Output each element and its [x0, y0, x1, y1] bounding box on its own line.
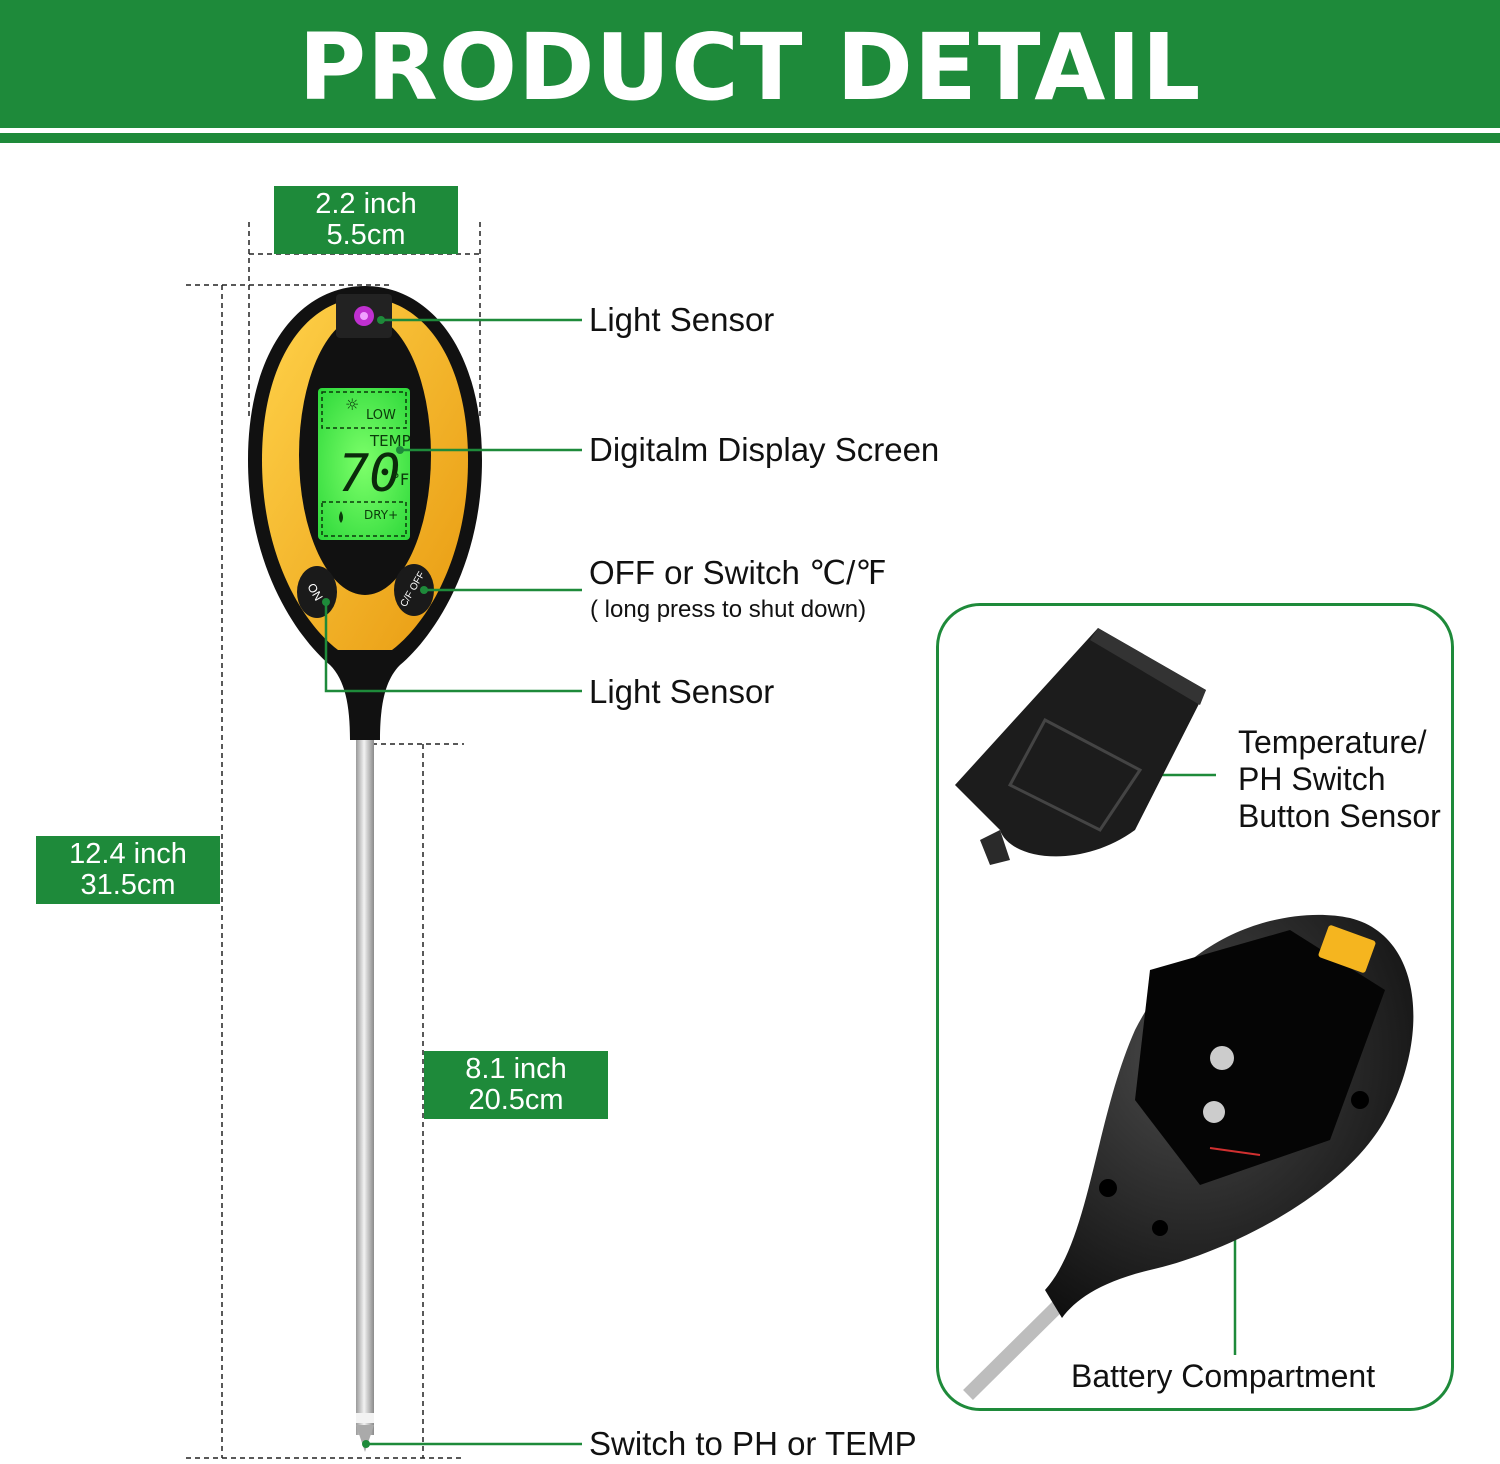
width-dimension-badge: 2.2 inch 5.5cm	[274, 186, 458, 254]
metal-probe	[356, 735, 374, 1435]
callout-off-switch-note: ( long press to shut down)	[590, 596, 867, 623]
callout-light-sensor-bottom: Light Sensor	[589, 673, 775, 710]
probe-dimension-badge: 8.1 inch 20.5cm	[424, 1051, 608, 1119]
height-dimension-badge: 12.4 inch 31.5cm	[36, 836, 220, 904]
header-banner	[0, 0, 1500, 128]
panel-battery-label: Battery Compartment	[1071, 1358, 1376, 1394]
probe-cm: 20.5cm	[468, 1084, 564, 1116]
probe-tip	[356, 1425, 374, 1452]
cf-off-button	[394, 564, 434, 616]
callout-display-screen: Digitalm Display Screen	[589, 431, 940, 468]
height-inch: 12.4 inch	[69, 838, 187, 870]
page-title: PRODUCT DETAIL	[298, 14, 1202, 121]
lcd-temp-label: TEMP	[370, 432, 411, 450]
lcd-unit: °F	[392, 470, 410, 489]
lcd-dry-label: DRY+	[364, 508, 399, 522]
soil-meter: ☼	[248, 286, 482, 740]
callout-lines	[324, 318, 1237, 1446]
height-cm: 31.5cm	[80, 869, 176, 901]
battery-cover	[955, 628, 1206, 865]
lcd-value: 70	[338, 444, 401, 504]
callout-switch-ph-temp: Switch to PH or TEMP	[589, 1425, 917, 1462]
width-inch: 2.2 inch	[315, 188, 417, 220]
dimension-lines	[186, 222, 481, 1459]
meter-back	[963, 914, 1414, 1400]
header-divider	[0, 133, 1500, 143]
probe-inch: 8.1 inch	[465, 1053, 567, 1085]
lcd-low-label: LOW	[366, 408, 396, 423]
panel-switch-label-3: Button Sensor	[1238, 798, 1441, 834]
callout-off-switch: OFF or Switch ℃/℉	[589, 554, 887, 591]
panel-switch-label-2: PH Switch	[1238, 761, 1386, 797]
callout-light-sensor-top: Light Sensor	[589, 301, 775, 338]
panel-switch-label-1: Temperature/	[1238, 724, 1427, 760]
svg-text:☼: ☼	[345, 395, 359, 414]
detail-panel	[936, 603, 1454, 1411]
width-cm: 5.5cm	[326, 219, 406, 251]
